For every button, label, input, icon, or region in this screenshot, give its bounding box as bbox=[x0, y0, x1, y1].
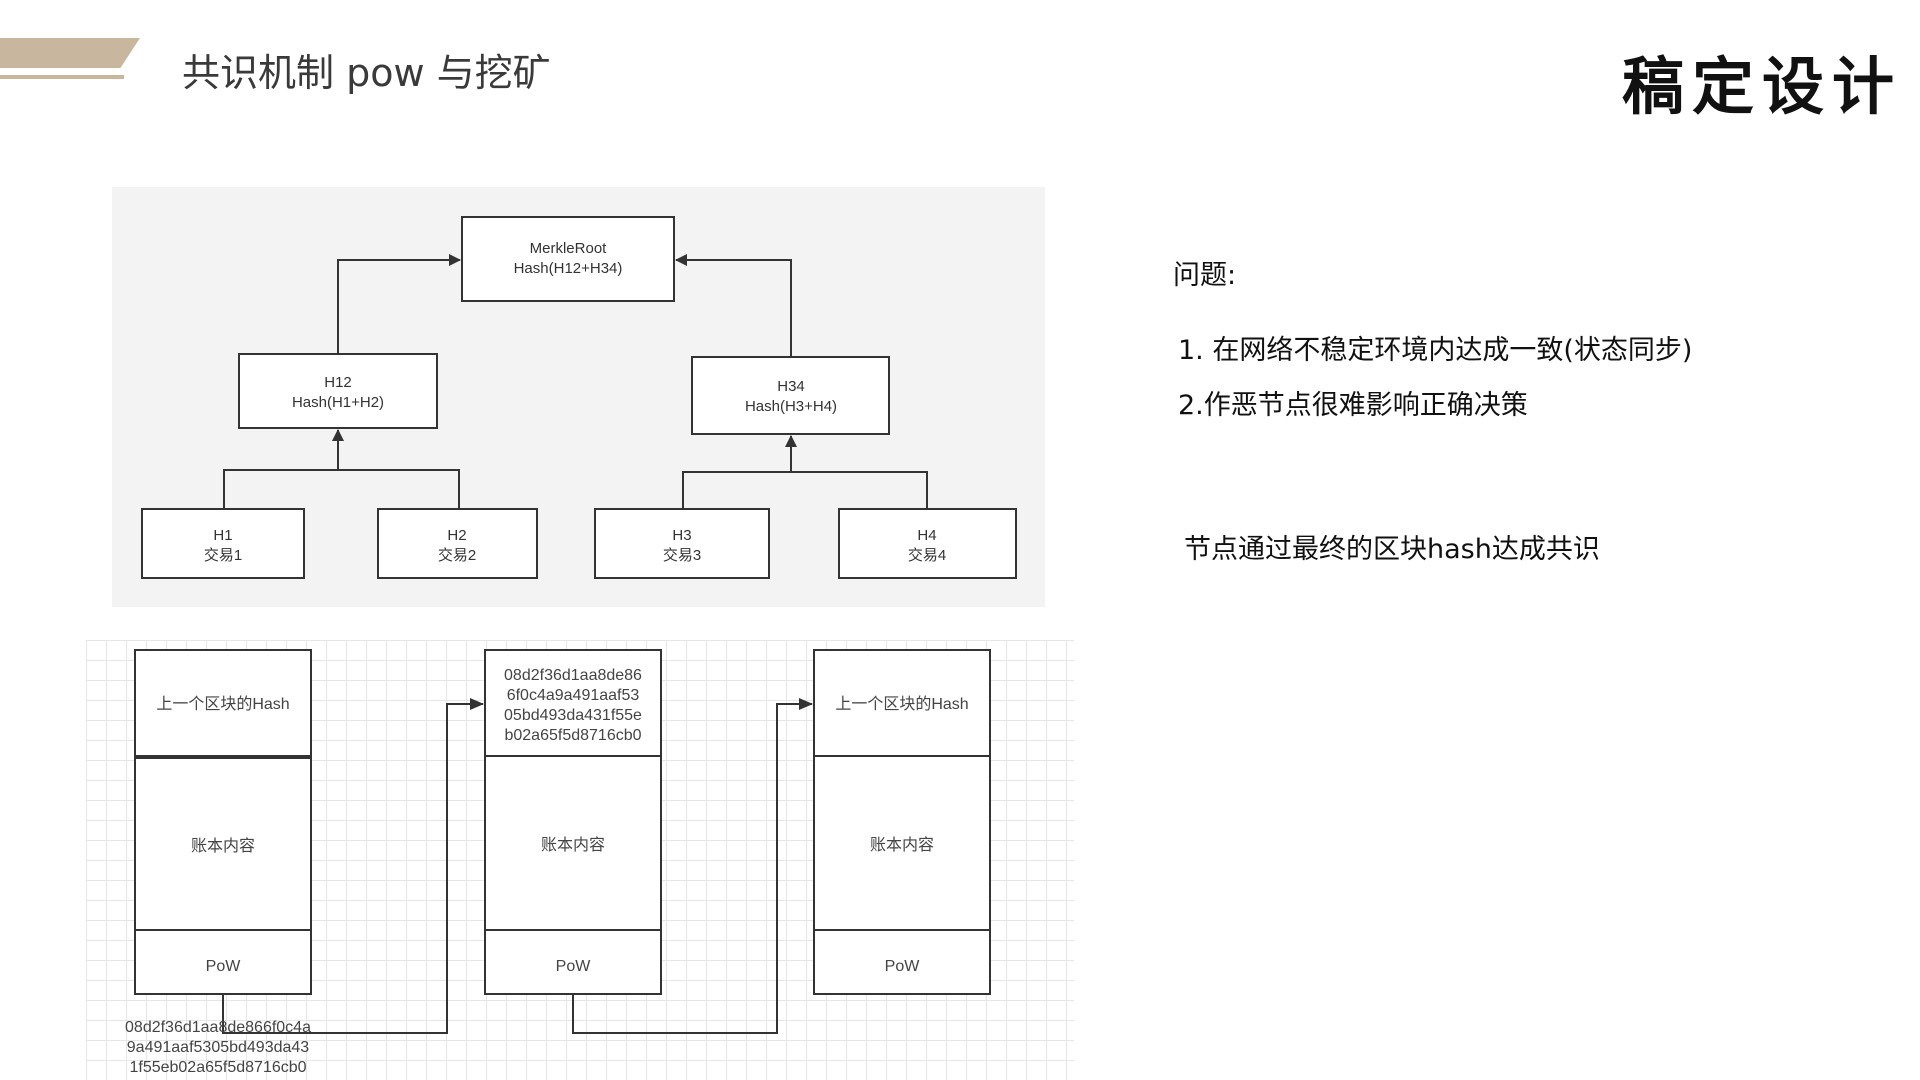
h3-h4-to-h34-connector bbox=[682, 436, 928, 509]
block3-pow: PoW bbox=[885, 958, 921, 975]
hash-output-line: 08d2f36d1aa8de866f0c4a bbox=[125, 1019, 311, 1036]
block1-prev-hash: 上一个区块的Hash bbox=[156, 695, 289, 713]
block3-content: 账本内容 bbox=[870, 836, 934, 854]
brand-logo-text: 稿定设计 bbox=[1621, 50, 1902, 123]
h12-box bbox=[238, 353, 438, 429]
page-title: 共识机制 pow 与挖矿 bbox=[182, 51, 551, 95]
h3-label: H3 bbox=[672, 527, 691, 544]
h34-to-root-connector bbox=[675, 254, 792, 357]
h2-box bbox=[377, 508, 538, 579]
hash-output-line: 1f55eb02a65f5d8716cb0 bbox=[129, 1059, 306, 1076]
block-3 bbox=[813, 649, 991, 995]
h1-box bbox=[141, 508, 305, 579]
h1-h2-to-h12-connector bbox=[223, 430, 460, 509]
question-item-2: 2.作恶节点很难影响正确决策 bbox=[1178, 390, 1528, 421]
h4-label: H4 bbox=[917, 527, 936, 544]
merkle-root-hash: Hash(H12+H34) bbox=[514, 260, 623, 277]
block3-prev-hash: 上一个区块的Hash bbox=[835, 695, 968, 713]
block2-content: 账本内容 bbox=[541, 836, 605, 854]
h34-box bbox=[691, 356, 890, 435]
hash-output-line: 9a491aaf5305bd493da43 bbox=[127, 1039, 310, 1056]
h34-label: H34 bbox=[777, 378, 805, 395]
block2-hash-line: 6f0c4a9a491aaf53 bbox=[507, 687, 640, 704]
h4-tx: 交易4 bbox=[908, 546, 946, 564]
h34-hash: Hash(H3+H4) bbox=[745, 398, 837, 415]
block2-hash-line: b02a65f5d8716cb0 bbox=[504, 727, 641, 744]
block1-to-block2-connector bbox=[222, 698, 484, 1034]
block-1 bbox=[134, 649, 312, 995]
block1-content: 账本内容 bbox=[191, 837, 255, 855]
h3-tx: 交易3 bbox=[663, 546, 701, 564]
h1-label: H1 bbox=[213, 527, 232, 544]
h12-label: H12 bbox=[324, 374, 352, 391]
h12-to-root-connector bbox=[337, 254, 461, 354]
merkle-tree-diagram: MerkleRoot Hash(H12+H34) H12 Hash(H1+H2)… bbox=[141, 216, 1017, 579]
header-decoration-line bbox=[0, 75, 124, 79]
merkle-root-box bbox=[461, 216, 675, 302]
h1-tx: 交易1 bbox=[204, 546, 242, 564]
block-2 bbox=[484, 649, 662, 995]
consensus-statement: 节点通过最终的区块hash达成共识 bbox=[1184, 534, 1600, 565]
blockchain-diagram: 上一个区块的Hash 账本内容 PoW 08d2f36d1aa8de86 6f0… bbox=[125, 649, 991, 1076]
block2-to-block3-connector bbox=[572, 698, 813, 1034]
h4-box bbox=[838, 508, 1017, 579]
header-decoration-bar bbox=[0, 38, 140, 68]
block2-hash-line: 08d2f36d1aa8de86 bbox=[504, 667, 642, 684]
merkle-root-label: MerkleRoot bbox=[530, 240, 608, 257]
h2-label: H2 bbox=[447, 527, 466, 544]
block1-pow: PoW bbox=[206, 958, 242, 975]
block2-pow: PoW bbox=[556, 958, 592, 975]
block2-hash-line: 05bd493da431f55e bbox=[504, 707, 642, 724]
h2-tx: 交易2 bbox=[438, 546, 476, 564]
question-item-1: 1. 在网络不稳定环境内达成一致(状态同步) bbox=[1178, 335, 1693, 366]
merkle-tree-panel: MerkleRoot Hash(H12+H34) H12 Hash(H1+H2)… bbox=[112, 187, 1045, 607]
blockchain-panel: 上一个区块的Hash 账本内容 PoW 08d2f36d1aa8de86 6f0… bbox=[86, 640, 1074, 1080]
h12-hash: Hash(H1+H2) bbox=[292, 394, 384, 411]
question-label: 问题: bbox=[1173, 260, 1237, 291]
